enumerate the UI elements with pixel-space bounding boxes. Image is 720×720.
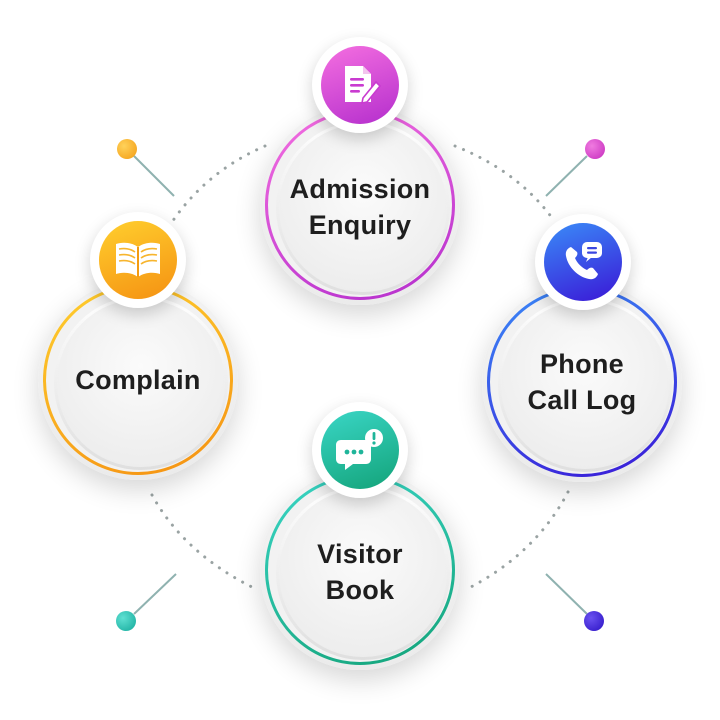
dotted-arc-bottom-left bbox=[150, 493, 260, 592]
node-label: Phone Call Log bbox=[482, 346, 682, 418]
admission-enquiry-badge bbox=[312, 37, 408, 133]
pin-top-right bbox=[585, 139, 605, 159]
label-line-1: Admission bbox=[289, 174, 431, 204]
pin-stem-top-left bbox=[133, 155, 175, 197]
pin-stem-bottom-left bbox=[133, 573, 177, 615]
label-line-1: Visitor bbox=[317, 539, 403, 569]
phone-call-log-badge bbox=[535, 214, 631, 310]
node-ring bbox=[265, 110, 455, 300]
node-admission-enquiry[interactable]: Admission Enquiry bbox=[260, 105, 460, 305]
label-line-1: Phone bbox=[539, 349, 624, 379]
pin-bottom-left bbox=[116, 611, 136, 631]
node-label: Admission Enquiry bbox=[260, 171, 460, 243]
node-visitor-book[interactable]: Visitor Book bbox=[260, 470, 460, 670]
node-ring bbox=[265, 475, 455, 665]
label-line-2: Call Log bbox=[527, 385, 637, 415]
pin-top-left bbox=[117, 139, 137, 159]
node-phone-call-log[interactable]: Phone Call Log bbox=[482, 282, 682, 482]
label-line-2: Book bbox=[325, 575, 395, 605]
node-label: Complain bbox=[38, 362, 238, 398]
complain-badge bbox=[90, 212, 186, 308]
label-line-1: Complain bbox=[75, 365, 201, 395]
pin-stem-top-right bbox=[545, 155, 588, 197]
visitor-book-badge bbox=[312, 402, 408, 498]
open-book-icon bbox=[99, 221, 177, 299]
node-ring-inner bbox=[276, 486, 450, 660]
node-complain[interactable]: Complain bbox=[38, 280, 238, 480]
node-ring-inner bbox=[498, 298, 672, 472]
dotted-arc-top-right bbox=[453, 144, 557, 224]
node-ring bbox=[487, 287, 677, 477]
node-ring-inner bbox=[276, 121, 450, 295]
chat-alert-icon bbox=[321, 411, 399, 489]
node-ring-inner bbox=[54, 296, 228, 470]
document-edit-icon bbox=[321, 46, 399, 124]
node-ring bbox=[43, 285, 233, 475]
dotted-arc-top-left bbox=[168, 144, 267, 227]
pin-stem-bottom-right bbox=[545, 573, 588, 615]
label-line-2: Enquiry bbox=[308, 210, 412, 240]
phone-message-icon bbox=[544, 223, 622, 301]
node-label: Visitor Book bbox=[260, 536, 460, 608]
pin-bottom-right bbox=[584, 611, 604, 631]
dotted-arc-bottom-right bbox=[463, 490, 570, 592]
